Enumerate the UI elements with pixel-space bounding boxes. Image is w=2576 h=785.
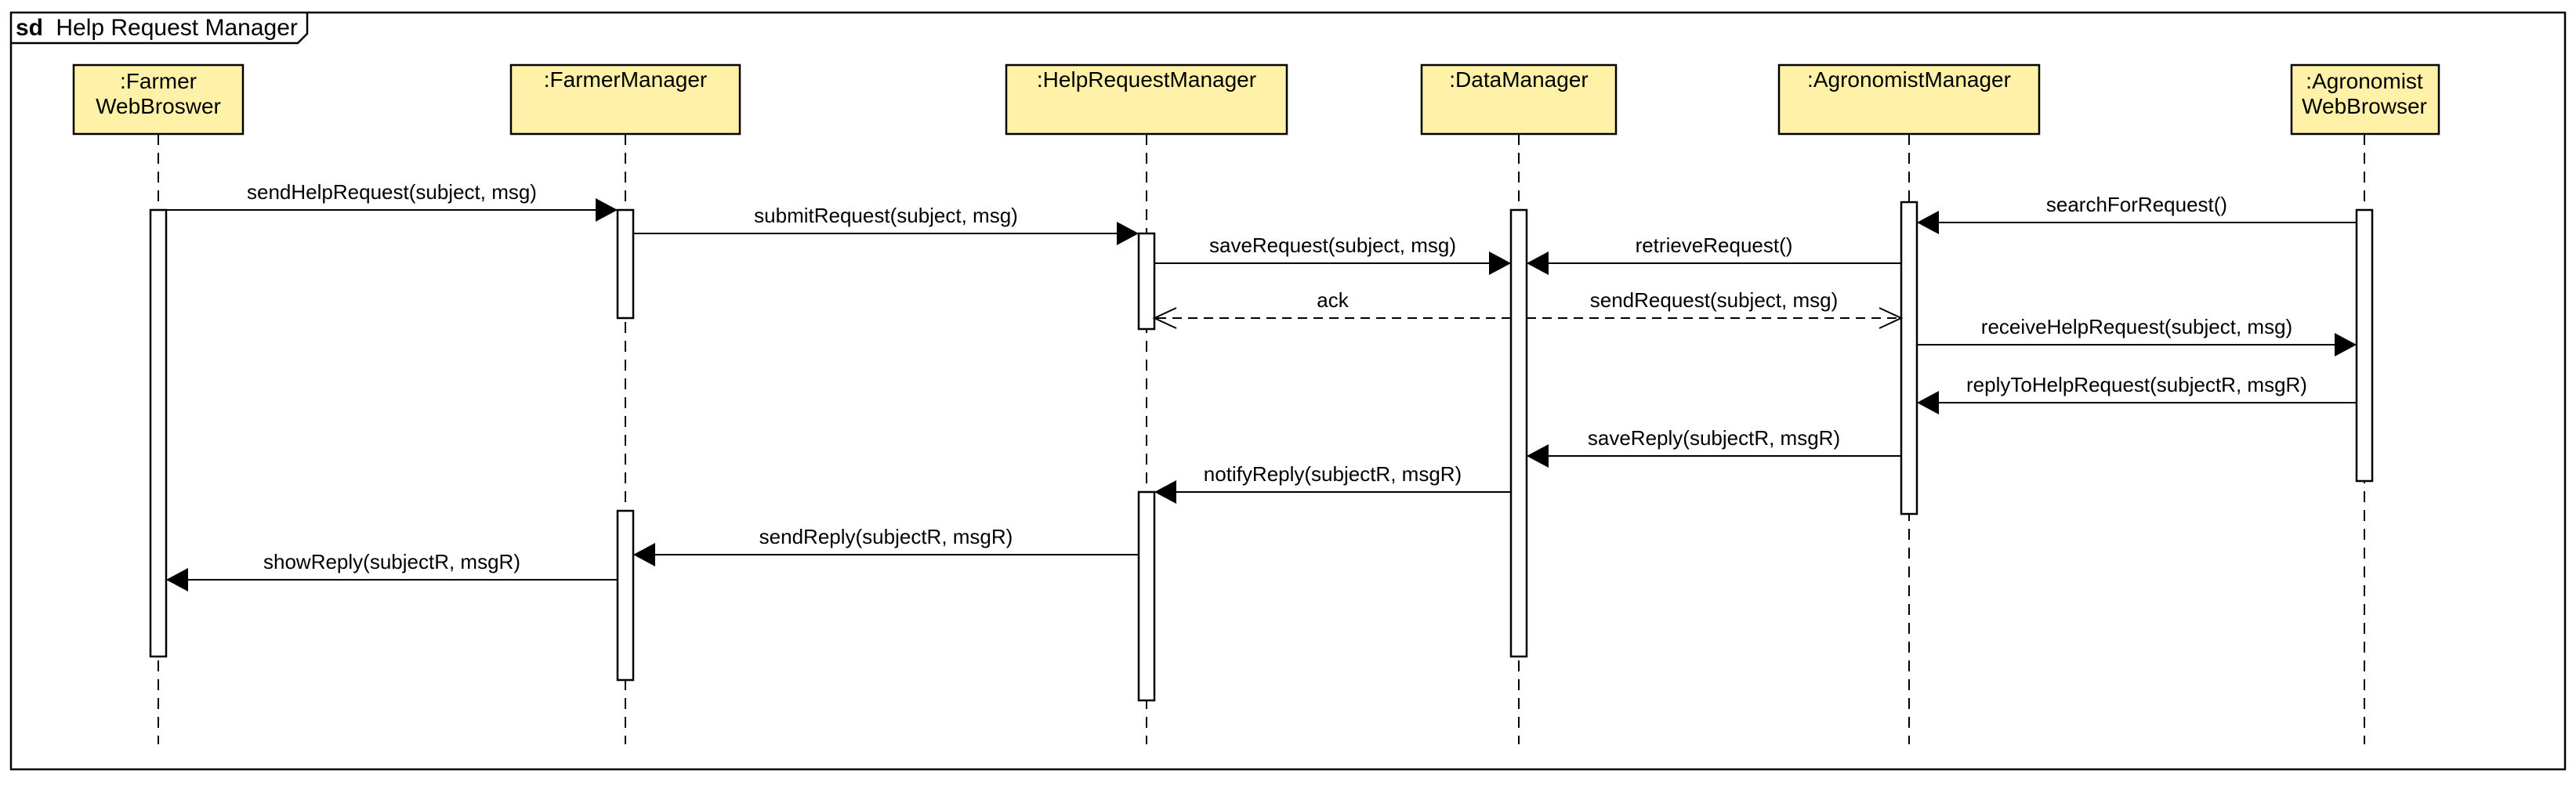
message-label: sendRequest(subject, msg) — [1590, 288, 1838, 312]
participant-box — [1005, 63, 1288, 136]
frame-title-tab — [11, 13, 309, 45]
participant-data-manager: :DataManager — [1420, 63, 1618, 136]
participant-box — [72, 63, 245, 136]
activation-bar — [1137, 490, 1156, 702]
message: saveReply(subjectR, msgR) — [1527, 426, 1901, 468]
activation-bar — [616, 208, 635, 320]
frame-name: Help Request Manager — [56, 15, 298, 41]
message-label: searchForRequest() — [2046, 193, 2227, 216]
frame-keyword: sd — [16, 15, 43, 41]
message-label: replyToHelpRequest(subjectR, msgR) — [1966, 373, 2307, 396]
participant-label: :Farmer — [120, 69, 197, 93]
message: sendRequest(subject, msg) — [1527, 288, 1904, 329]
participant-box — [509, 63, 741, 136]
messages: sendHelpRequest(subject, msg) submitReque… — [166, 180, 2357, 591]
activation-bar — [1137, 232, 1156, 331]
message-label: saveReply(subjectR, msgR) — [1588, 426, 1840, 450]
participant-label: :FarmerManager — [544, 67, 708, 92]
message: submitRequest(subject, msg) — [633, 204, 1139, 245]
participant-box — [1777, 63, 2041, 136]
message: replyToHelpRequest(subjectR, msgR) — [1917, 373, 2357, 414]
activation-bar — [616, 509, 635, 682]
message-label: showReply(subjectR, msgR) — [263, 550, 520, 573]
message: showReply(subjectR, msgR) — [166, 550, 618, 591]
participant-farmer-manager: :FarmerManager — [509, 63, 741, 136]
activation-bar — [1509, 208, 1528, 658]
activation-bars — [149, 201, 2374, 702]
participant-box — [2290, 63, 2440, 136]
message: searchForRequest() — [1917, 193, 2357, 234]
lifelines — [158, 134, 2365, 744]
diagram-frame — [9, 11, 2567, 771]
participant-agronomist-manager: :AgronomistManager — [1777, 63, 2041, 136]
activation-bar — [149, 208, 168, 658]
message: sendHelpRequest(subject, msg) — [166, 180, 618, 222]
message: sendReply(subjectR, msgR) — [633, 525, 1139, 566]
message-label: receiveHelpRequest(subject, msg) — [1981, 315, 2292, 338]
message-label: ack — [1317, 288, 1349, 312]
activation-bar — [1900, 201, 1918, 515]
activation-bar — [2355, 208, 2374, 483]
message-label: sendHelpRequest(subject, msg) — [247, 180, 537, 204]
message: receiveHelpRequest(subject, msg) — [1917, 315, 2357, 356]
message: retrieveRequest() — [1527, 233, 1901, 275]
participant-help-request-manager: :HelpRequestManager — [1005, 63, 1288, 136]
message-label: sendReply(subjectR, msgR) — [759, 525, 1013, 548]
participant-label: WebBroswer — [96, 94, 221, 118]
participant-box — [1420, 63, 1618, 136]
message-label: saveRequest(subject, msg) — [1209, 233, 1456, 257]
participant-label: :AgronomistManager — [1807, 67, 2011, 92]
message-label: notifyReply(subjectR, msgR) — [1204, 462, 1462, 486]
participant-label: :Agronomist — [2306, 69, 2423, 93]
message-label: retrieveRequest() — [1636, 233, 1793, 257]
participant-label: :HelpRequestManager — [1037, 67, 1256, 92]
message: saveRequest(subject, msg) — [1154, 233, 1511, 275]
message: notifyReply(subjectR, msgR) — [1154, 462, 1511, 504]
message: ack — [1152, 288, 1511, 329]
message-label: submitRequest(subject, msg) — [754, 204, 1018, 227]
participant-label: WebBrowser — [2302, 94, 2427, 118]
frame-title: sd Help Request Manager — [16, 15, 298, 41]
participant-label: :DataManager — [1449, 67, 1588, 92]
